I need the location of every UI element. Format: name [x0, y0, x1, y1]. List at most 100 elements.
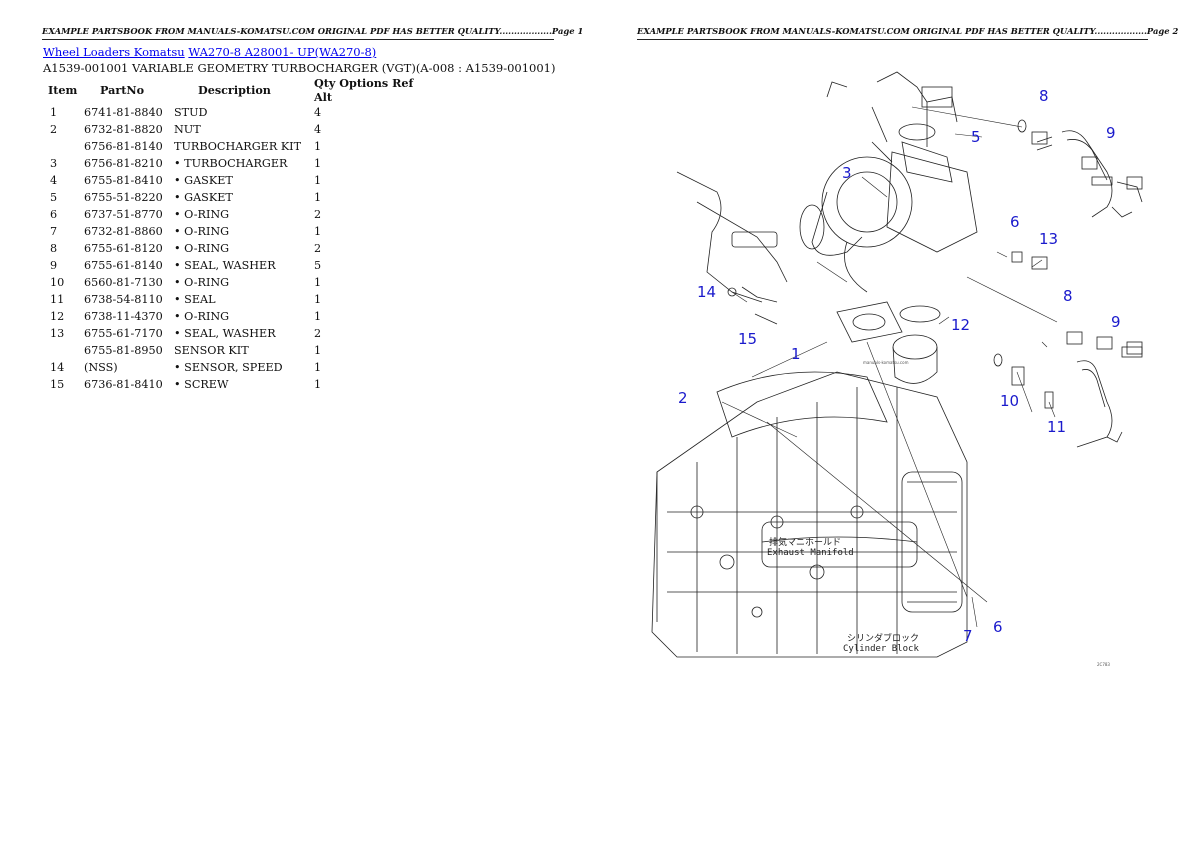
speed-sensor-harness-drawing — [676, 171, 788, 325]
cell-partno: 6755-51-8220 — [84, 191, 163, 204]
cell-qty: 5 — [314, 259, 322, 272]
cell-item — [44, 342, 84, 359]
cell-qty: 1 — [314, 310, 322, 323]
cell-description: • O-RING — [174, 225, 230, 238]
cell-item: 1 — [50, 106, 58, 119]
o-ring-12-drawing — [899, 305, 941, 323]
cylinder-block-drawing — [651, 371, 968, 658]
cell-item: 9 — [50, 259, 58, 272]
cell-description: NUT — [174, 123, 201, 136]
cell-description: • SEAL, WASHER — [174, 327, 276, 340]
cell-item: 8 — [50, 242, 58, 255]
table-row: 1 6741-81-8840 STUD 4 — [44, 104, 434, 121]
callout-13: 13 — [1039, 230, 1059, 248]
callout-1: 1 — [791, 345, 801, 363]
breadcrumb: Wheel Loaders Komatsu WA270-8 A28001- UP… — [43, 45, 376, 59]
cell-qty: 4 — [314, 123, 322, 136]
cell-partno: 6755-81-8950 — [84, 344, 163, 357]
cell-qty: 1 — [314, 361, 322, 374]
table-row: 6755-81-8950 SENSOR KIT 1 — [44, 342, 434, 359]
table-row: 2 6732-81-8820 NUT 4 — [44, 121, 434, 138]
cell-item: 7 — [50, 225, 58, 238]
cell-item: 14 — [50, 361, 65, 374]
callout-12: 12 — [951, 316, 971, 334]
column-header-partno: PartNo — [100, 83, 145, 97]
cell-description: • O-RING — [174, 242, 230, 255]
cell-description: TURBOCHARGER KIT — [174, 140, 302, 153]
cell-description: • SCREW — [174, 378, 229, 391]
leader-lines — [721, 106, 1058, 628]
callout-8-lower: 8 — [1063, 287, 1073, 305]
cell-qty: 1 — [314, 378, 322, 391]
cell-partno: 6732-81-8860 — [84, 225, 163, 238]
parts-table: Item PartNo Description Qty Options Ref … — [44, 76, 434, 393]
page-title: A1539-001001 VARIABLE GEOMETRY TURBOCHAR… — [43, 61, 556, 75]
callout-7: 7 — [963, 627, 973, 645]
cell-description: • O-RING — [174, 276, 230, 289]
oil-pipe-lower-drawing — [1076, 346, 1143, 448]
cell-description: SENSOR KIT — [174, 344, 249, 357]
callout-6-lower: 6 — [993, 618, 1003, 636]
breadcrumb-link-model[interactable]: WA270-8 A28001- UP(WA270-8) — [188, 45, 377, 59]
callout-9-lower: 9 — [1111, 313, 1121, 331]
oil-pipe-upper-drawing — [1036, 130, 1143, 218]
cell-qty: 2 — [314, 327, 322, 340]
callout-15: 15 — [738, 330, 758, 348]
cell-item: 10 — [50, 276, 65, 289]
cell-description: • SENSOR, SPEED — [174, 361, 283, 374]
cell-partno: 6755-61-8120 — [84, 242, 163, 255]
cell-item: 6 — [50, 208, 58, 221]
cell-item: 2 — [50, 123, 58, 136]
breadcrumb-link-model-family[interactable]: Wheel Loaders Komatsu — [43, 45, 185, 59]
cell-partno: 6756-81-8140 — [84, 140, 163, 153]
callout-14: 14 — [697, 283, 717, 301]
cell-description: • O-RING — [174, 208, 230, 221]
gasket-drawing — [836, 301, 903, 343]
cell-partno: 6738-11-4370 — [84, 310, 163, 323]
cylinder-block-label-jp: シリンダブロック — [847, 634, 920, 644]
cell-partno: 6755-81-8410 — [84, 174, 163, 187]
cylinder-block-label: Cylinder Block — [843, 644, 919, 654]
turbocharger-drawing — [799, 71, 978, 293]
cell-item — [44, 138, 84, 155]
column-header-item: Item — [48, 83, 78, 97]
cell-qty: 1 — [314, 225, 322, 238]
callout-11: 11 — [1047, 418, 1067, 436]
callout-3: 3 — [842, 164, 852, 182]
column-header-qty: Qty Options Ref Alt — [314, 76, 414, 104]
cell-item: 4 — [50, 174, 58, 187]
cell-qty: 1 — [314, 344, 322, 357]
exploded-parts-diagram: 1 2 3 5 6 7 8 9 10 11 12 13 14 15 6 8 9 … — [637, 42, 1148, 672]
cell-partno: (NSS) — [84, 361, 118, 374]
cell-qty: 1 — [314, 191, 322, 204]
cell-qty: 4 — [314, 106, 322, 119]
cell-description: • TURBOCHARGER — [174, 157, 288, 170]
cell-partno: 6736-81-8410 — [84, 378, 163, 391]
cell-partno: 6741-81-8840 — [84, 106, 163, 119]
table-row: 14 (NSS) • SENSOR, SPEED 1 — [44, 359, 434, 376]
cell-item: 11 — [50, 293, 65, 306]
cell-description: STUD — [174, 106, 208, 119]
callout-2: 2 — [678, 389, 688, 407]
exhaust-manifold-label-jp: 排気マニホールド — [769, 538, 842, 548]
page1-header: EXAMPLE PARTSBOOK FROM MANUALS-KOMATSU.C… — [42, 25, 583, 40]
cell-partno: 6738-54-8110 — [84, 293, 163, 306]
cell-partno: 6560-81-7130 — [84, 276, 163, 289]
callout-9: 9 — [1106, 124, 1116, 142]
cell-partno: 6755-61-7170 — [84, 327, 163, 340]
cell-partno: 6732-81-8820 — [84, 123, 163, 136]
cell-description: • GASKET — [174, 174, 233, 187]
callout-6: 6 — [1010, 213, 1020, 231]
cell-description: • SEAL, WASHER — [174, 259, 276, 272]
cell-partno: 6756-81-8210 — [84, 157, 163, 170]
